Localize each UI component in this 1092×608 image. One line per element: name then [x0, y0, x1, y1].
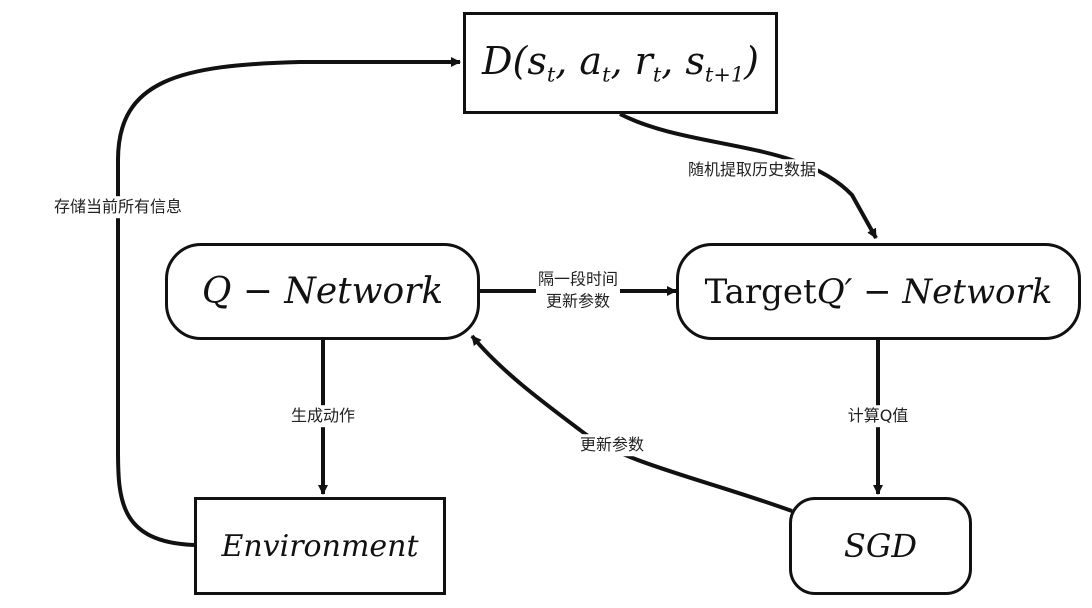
environment-label: Environment [221, 528, 419, 564]
edge-label-sync-line1: 隔一段时间 [537, 269, 619, 289]
edge-label-act: 生成动作 [288, 405, 358, 427]
q-network-label: Q − Network [201, 271, 444, 312]
environment-node: Environment [194, 497, 446, 595]
edge-label-sync: 隔一段时间 更新参数 [535, 268, 621, 312]
edge-label-compute-q: 计算Q值 [845, 405, 911, 427]
replay-memory-node: D(st, at, rt, st+1) [463, 12, 778, 114]
arrow-update [470, 334, 793, 513]
sgd-label: SGD [843, 527, 918, 565]
edge-label-sync-line2: 更新参数 [545, 291, 611, 310]
arrow-sample [619, 112, 878, 239]
replay-memory-label: D(st, at, rt, st+1) [482, 39, 759, 87]
arrow-store [116, 57, 461, 547]
edge-label-update: 更新参数 [577, 434, 647, 456]
edge-label-store: 存储当前所有信息 [51, 196, 185, 218]
target-network-node: TargetQ′ − Network [676, 243, 1081, 340]
q-network-node: Q − Network [165, 243, 480, 340]
target-network-label: TargetQ′ − Network [704, 271, 1053, 312]
sgd-node: SGD [789, 497, 972, 595]
edge-label-sample: 随机提取历史数据 [685, 159, 819, 181]
